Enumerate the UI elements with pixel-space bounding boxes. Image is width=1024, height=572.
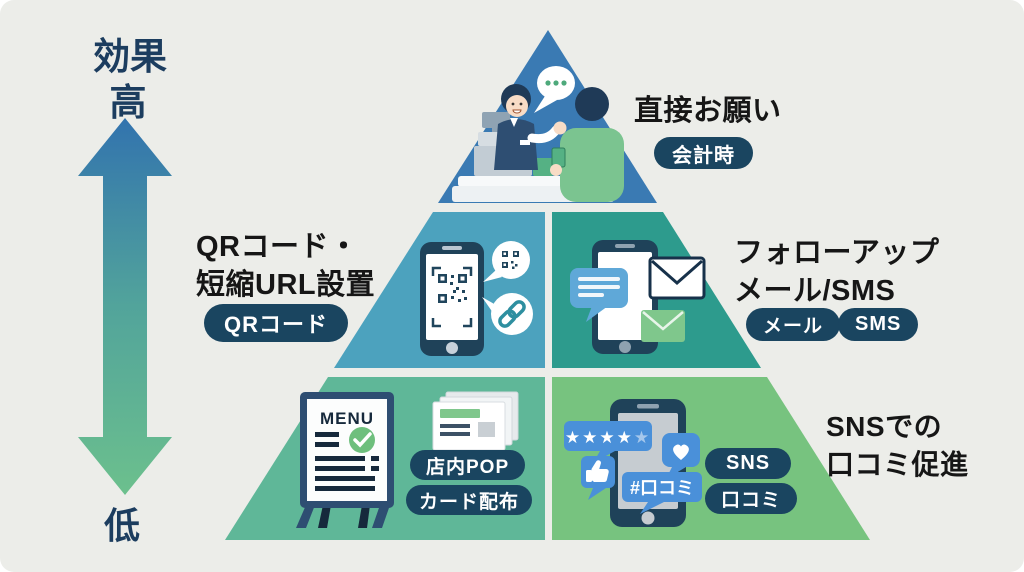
menu-sign-illustration: MENU xyxy=(296,392,394,528)
heart-bubble-icon xyxy=(662,433,700,479)
star-rating-bubble-icon: ★★★★★ xyxy=(564,421,652,463)
qr-url-title-line1: QRコード・ xyxy=(196,231,359,263)
sns-title-line1: SNSでの xyxy=(826,411,943,442)
followup-title-line1: フォローアップ xyxy=(734,237,940,269)
mail-envelope-icon xyxy=(648,256,706,300)
menu-text-lines xyxy=(315,432,379,491)
sns-title-line2: 口コミ促進 xyxy=(826,449,969,480)
hashtag-bubble-icon: #口コミ xyxy=(622,472,702,514)
followup-title-line2: メール/SMS xyxy=(734,275,896,307)
checkout-conversation-illustration xyxy=(452,66,624,202)
qr-phone-illustration xyxy=(420,241,533,356)
customer-figure xyxy=(550,87,624,202)
card-handout-badge: カード配布 xyxy=(406,485,533,515)
cashier-figure xyxy=(494,84,567,170)
qr-code-badge: QRコード xyxy=(204,304,349,342)
direct-request-title: 直接お願い xyxy=(634,95,782,127)
sns-badge: SNS xyxy=(705,448,792,479)
green-envelope-icon xyxy=(641,310,685,342)
sms-bubble-icon xyxy=(570,268,628,322)
qr-url-title: QRコード・ 短縮URL設置 xyxy=(196,228,375,304)
thumbs-up-bubble-icon xyxy=(581,456,615,500)
link-bubble-icon xyxy=(482,293,533,335)
direct-request-badge: 会計時 xyxy=(654,137,753,169)
effectiveness-arrow xyxy=(78,118,172,495)
menu-sign-title: MENU xyxy=(320,409,374,428)
qr-bubble-icon xyxy=(483,241,530,282)
chat-dots-bubble-icon xyxy=(534,66,575,113)
axis-low-label: 低 xyxy=(103,505,141,546)
followup-title: フォローアップ メール/SMS xyxy=(734,234,939,310)
instore-pop-badge: 店内POP xyxy=(410,450,526,480)
followup-phone-illustration xyxy=(570,240,706,354)
hashtag-bubble-label: #口コミ xyxy=(630,478,694,498)
sms-badge: SMS xyxy=(838,308,919,341)
qr-url-title-line2: 短縮URL設置 xyxy=(196,269,376,301)
sns-title: SNSでの 口コミ促進 xyxy=(826,408,969,484)
check-badge-icon xyxy=(349,427,375,453)
sns-phone-illustration: ★★★★★ #口コミ xyxy=(564,399,702,527)
axis-high-label: 高 xyxy=(109,82,147,123)
qr-code-icon xyxy=(431,266,473,328)
green-box-icon xyxy=(533,158,553,176)
svg-text:★★★★★: ★★★★★ xyxy=(565,428,651,447)
flyer-cards-illustration xyxy=(432,391,519,451)
axis-effect-label: 効果 xyxy=(93,36,167,77)
mail-badge: メール xyxy=(746,308,841,341)
kuchikomi-badge: 口コミ xyxy=(705,483,798,514)
